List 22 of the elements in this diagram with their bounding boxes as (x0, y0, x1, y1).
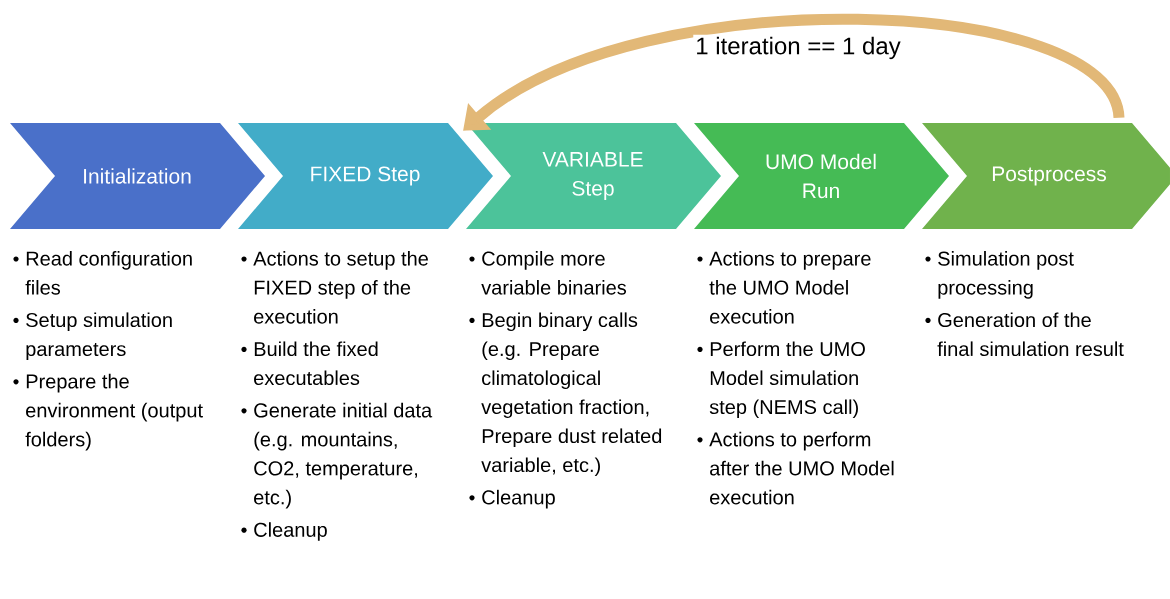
list-item: Actions to prepare the UMO Model execution (697, 251, 871, 324)
list-item: Prepare the environment (output folders) (13, 373, 203, 451)
list-item: Perform the UMO Model simulation step (NEMS call) (697, 341, 865, 419)
process-step: Postprocess (922, 123, 1170, 229)
process-step: Initialization (10, 123, 265, 229)
process-step: UMO Model Run (694, 123, 949, 229)
list-item: Actions to perform after the UMO Model execution (697, 431, 894, 505)
list-item: Cleanup (241, 522, 327, 541)
list-item: Compile more variable binaries (469, 251, 627, 295)
process-step: FIXED Step (238, 123, 493, 229)
list-item: Generation of the final simulation result (925, 312, 1124, 357)
list-item: Cleanup (469, 489, 555, 509)
curved-arrow (463, 13, 1125, 131)
list-item: Begin binary calls (e.g. Prepare climatological vegetation fraction, Prepare dust related variable, etc.) (469, 312, 662, 477)
list-item: Actions to setup the FIXED step of the execution (241, 251, 428, 324)
process-step: VARIABLE Step (466, 123, 721, 229)
list-item: Setup simulation parameters (13, 312, 172, 361)
list-item: Read configuration files (13, 251, 192, 295)
list-item: Generate initial data (e.g. mountains, CO2, temperature, etc.) (241, 402, 433, 509)
list-item: Build the fixed executables (241, 341, 378, 386)
list-item: Simulation post processing (925, 251, 1074, 299)
edge-label: 1 iteration == 1 day (693, 34, 903, 62)
